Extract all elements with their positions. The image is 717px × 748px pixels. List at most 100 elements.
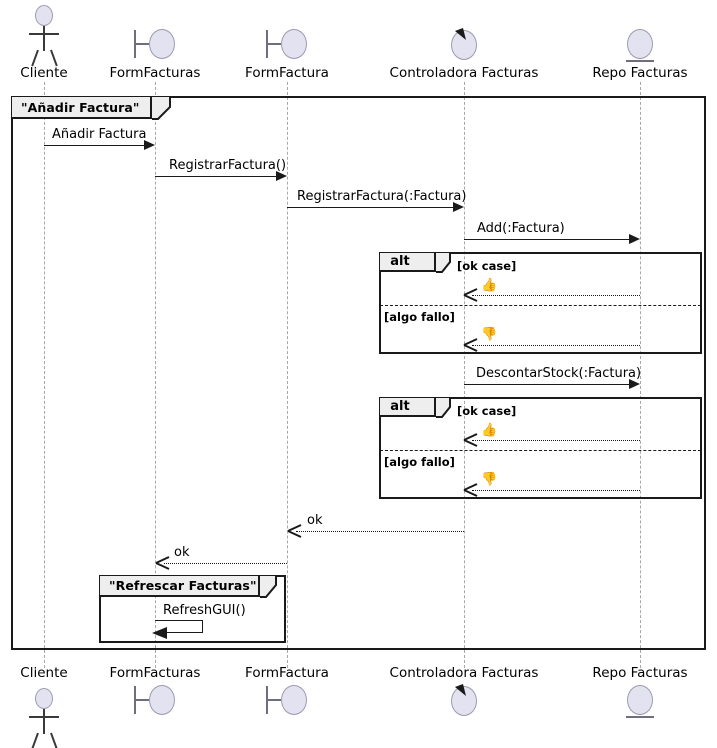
- message-label-thumbs-down-1: 👎: [481, 327, 498, 342]
- participant-label-formfactura: FormFactura: [245, 65, 329, 81]
- frame-label-refrescar-facturas: "Refrescar Facturas": [109, 578, 257, 593]
- frame-label-anadir-factura: "Añadir Factura": [21, 99, 140, 115]
- fragment-alt-1: [379, 252, 702, 354]
- fragment-alt-1-tab-notch: [436, 253, 451, 273]
- lifeline-controladora-facturas: [464, 82, 465, 668]
- actor-body: [43, 709, 45, 734]
- message-label-anadir-factura: Añadir Factura: [52, 127, 147, 142]
- fragment-alt-1-guard-fail: [algo fallo]: [384, 310, 455, 324]
- message-line-anadir-factura: [44, 145, 144, 146]
- boundary-circle: [281, 685, 307, 715]
- message-arrowhead-fail-return-2: [463, 483, 478, 497]
- message-label-thumbs-down-2: 👎: [481, 472, 498, 487]
- participant-label-cliente: Cliente: [20, 65, 68, 81]
- message-arrowhead-fail-return-1: [463, 338, 478, 352]
- message-label-refreshgui: RefreshGUI(): [163, 603, 246, 618]
- participant-label-bottom-repo-facturas: Repo Facturas: [592, 665, 688, 681]
- message-line-ok-return-1: [472, 295, 640, 296]
- fragment-alt-1-divider: [380, 305, 701, 306]
- participant-label-controladora-facturas: Controladora Facturas: [389, 65, 539, 81]
- message-arrowhead-ok-return-1: [463, 288, 478, 302]
- entity-base-line: [626, 716, 654, 718]
- message-arrowhead-registrarfactura-factura: [453, 201, 464, 212]
- fragment-alt-2-operator-tab: alt: [380, 398, 436, 417]
- frame-tab-notch-refrescar: [260, 576, 277, 598]
- participant-label-bottom-formfactura: FormFactura: [245, 665, 329, 681]
- message-label-registrarfactura: RegistrarFactura(): [169, 158, 287, 173]
- fragment-alt-1-guard-ok: [ok case]: [457, 259, 517, 273]
- boundary-bar: [134, 30, 136, 58]
- boundary-circle: [281, 29, 307, 59]
- fragment-alt-2-guard-ok: [ok case]: [457, 404, 517, 418]
- actor-leg-left: [31, 732, 39, 748]
- fragment-alt-1-operator-tab: alt: [380, 253, 436, 272]
- frame-label-anadir-factura-tab: "Añadir Factura": [12, 97, 152, 119]
- message-line-fail-return-2: [472, 490, 640, 491]
- message-label-registrarfactura-factura: RegistrarFactura(:Factura): [297, 189, 467, 204]
- participant-label-bottom-formfacturas: FormFacturas: [109, 665, 201, 681]
- participant-label-bottom-cliente: Cliente: [20, 665, 68, 681]
- lifeline-formfacturas: [155, 82, 156, 668]
- fragment-alt-2: [379, 397, 702, 499]
- actor-leg-right: [50, 732, 58, 748]
- message-arrowhead-ok-controladora: [287, 524, 302, 538]
- frame-anadir-factura: [11, 96, 706, 650]
- fragment-alt-2-operator: alt: [390, 399, 410, 414]
- actor-arms: [29, 33, 59, 35]
- message-self-box-refreshgui: [155, 620, 203, 633]
- message-label-add-factura: Add(:Factura): [477, 221, 565, 236]
- frame-tab-notch: [152, 97, 171, 120]
- boundary-bar: [134, 686, 136, 714]
- participant-label-formfacturas: FormFacturas: [109, 65, 201, 81]
- boundary-stem: [267, 43, 281, 45]
- actor-arms: [29, 716, 59, 718]
- participant-label-bottom-controladora-facturas: Controladora Facturas: [389, 665, 539, 681]
- message-arrowhead-registrarfactura: [276, 170, 287, 181]
- frame-label-refrescar-facturas-tab: "Refrescar Facturas": [100, 576, 260, 597]
- message-arrowhead-add-factura: [629, 233, 640, 244]
- message-label-thumbs-up-1: 👍: [481, 278, 498, 293]
- message-arrowhead-ok-return-2: [463, 433, 478, 447]
- message-line-descontarstock: [464, 384, 629, 385]
- message-arrowhead-anadir-factura: [144, 139, 155, 150]
- message-label-descontarstock: DescontarStock(:Factura): [476, 366, 642, 381]
- participant-label-repo-facturas: Repo Facturas: [592, 65, 688, 81]
- actor-icon: [35, 5, 53, 26]
- lifeline-repo-facturas: [640, 82, 641, 668]
- entity-base-line: [626, 60, 654, 62]
- control-arrow: [455, 684, 466, 696]
- fragment-alt-2-guard-fail: [algo fallo]: [384, 455, 455, 469]
- message-label-ok-formfactura: ok: [174, 545, 190, 560]
- boundary-stem: [135, 699, 149, 701]
- control-arrow: [455, 28, 466, 40]
- message-arrowhead-descontarstock: [629, 378, 640, 389]
- fragment-alt-1-operator: alt: [390, 254, 410, 269]
- boundary-stem: [135, 43, 149, 45]
- message-arrowhead-ok-formfactura: [155, 556, 170, 570]
- message-arrowhead-refreshgui: [152, 627, 167, 639]
- message-label-thumbs-up-2: 👍: [481, 423, 498, 438]
- entity-circle: [627, 685, 653, 715]
- actor-body: [43, 26, 45, 51]
- message-line-ok-controladora: [296, 531, 464, 532]
- boundary-bar: [266, 30, 268, 58]
- actor-leg-right: [50, 49, 58, 67]
- fragment-alt-2-divider: [380, 450, 701, 451]
- actor-icon: [35, 688, 53, 709]
- message-line-fail-return-1: [472, 345, 640, 346]
- message-line-add-factura: [464, 239, 629, 240]
- message-line-registrarfactura: [155, 176, 276, 177]
- boundary-circle: [149, 29, 175, 59]
- message-line-ok-formfactura: [164, 563, 287, 564]
- entity-circle: [627, 29, 653, 59]
- lifeline-formfactura: [287, 82, 288, 668]
- message-label-ok-controladora: ok: [307, 513, 323, 528]
- message-line-ok-return-2: [472, 440, 640, 441]
- fragment-alt-2-tab-notch: [436, 398, 451, 418]
- boundary-circle: [149, 685, 175, 715]
- message-line-registrarfactura-factura: [287, 207, 453, 208]
- boundary-stem: [267, 699, 281, 701]
- actor-leg-left: [31, 49, 39, 67]
- boundary-bar: [266, 686, 268, 714]
